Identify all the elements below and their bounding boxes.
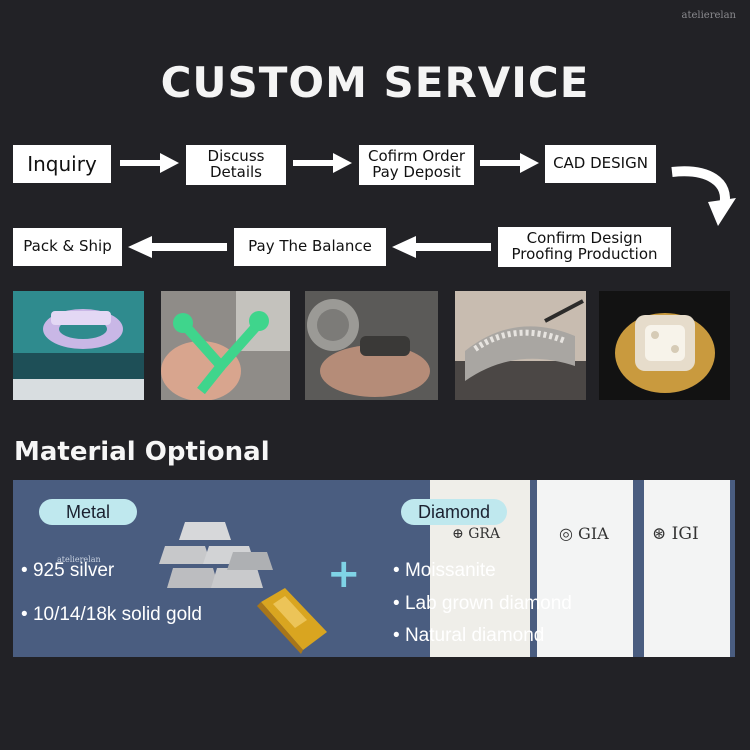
silver-bars-image: [159, 522, 273, 588]
photo-finished-ring: [599, 291, 730, 400]
material-panel: ⊕ GRA ◎ GIA ⊛ IGI Metal Diamond ateliere…: [13, 480, 735, 657]
diamond-item: • Natural diamond: [393, 625, 545, 646]
gold-bar-image: [257, 588, 327, 654]
certificate-logo-gra: ⊕ GRA: [452, 526, 501, 542]
panel-watermark: atelierelan: [57, 555, 101, 564]
photo-metal-polishing: [305, 291, 438, 400]
metal-item: • 10/14/18k solid gold: [21, 604, 202, 625]
certificate-card-igi: ⊛ IGI: [644, 480, 730, 657]
certificate-logo-igi: ⊛ IGI: [652, 524, 699, 544]
metal-label: Metal: [65, 501, 110, 522]
step-confirm-design: Confirm Design Proofing Production: [498, 227, 671, 267]
arrow-left-icon: [392, 236, 491, 258]
curved-arrow-icon: [671, 166, 736, 226]
page-title: CUSTOM SERVICE: [160, 58, 590, 107]
arrow-right-icon: [480, 153, 539, 173]
metal-pill: Metal: [39, 499, 137, 525]
step-confirm-design-line2: Proofing Production: [511, 245, 658, 263]
diamond-item: • Moissanite: [393, 560, 496, 581]
watermark: atelierelan: [681, 10, 736, 21]
arrow-right-icon: [120, 153, 179, 173]
photo-printed-wax-models: [161, 291, 290, 400]
step-discuss-line2: Details: [209, 163, 262, 181]
step-pack-ship: Pack & Ship: [13, 228, 122, 266]
section-title-material: Material Optional: [14, 437, 270, 467]
arrow-left-icon: [128, 236, 227, 258]
step-cad-design: CAD DESIGN: [545, 145, 656, 183]
diamond-pill: Diamond: [401, 499, 507, 525]
step-confirm-order: Cofirm Order Pay Deposit: [359, 145, 474, 185]
step-discuss-details: Discuss Details: [186, 145, 286, 185]
step-pay-balance-label: Pay The Balance: [248, 237, 372, 256]
arrow-right-icon: [293, 153, 352, 173]
metal-item: • 925 silver: [21, 560, 115, 581]
step-inquiry: Inquiry: [13, 145, 111, 183]
diamond-label: Diamond: [417, 501, 491, 522]
step-pack-ship-label: Pack & Ship: [23, 237, 112, 256]
step-cad-label: CAD DESIGN: [553, 154, 648, 173]
step-pay-balance: Pay The Balance: [234, 228, 386, 266]
photo-cad-render: [13, 291, 144, 400]
step-discuss-line1: Discuss: [207, 147, 265, 166]
diamond-item: • Lab grown diamond: [393, 593, 572, 614]
certificate-logo-gia: ◎ GIA: [559, 524, 609, 543]
certificate-card-gia: ◎ GIA: [537, 480, 633, 657]
step-confirm-order-line2: Pay Deposit: [372, 163, 461, 181]
step-confirm-order-line1: Cofirm Order: [367, 147, 465, 166]
step-inquiry-label: Inquiry: [27, 151, 97, 176]
step-confirm-design-line1: Confirm Design: [526, 229, 643, 248]
photo-stone-setting: [455, 291, 586, 400]
plus-icon: +: [327, 551, 361, 597]
